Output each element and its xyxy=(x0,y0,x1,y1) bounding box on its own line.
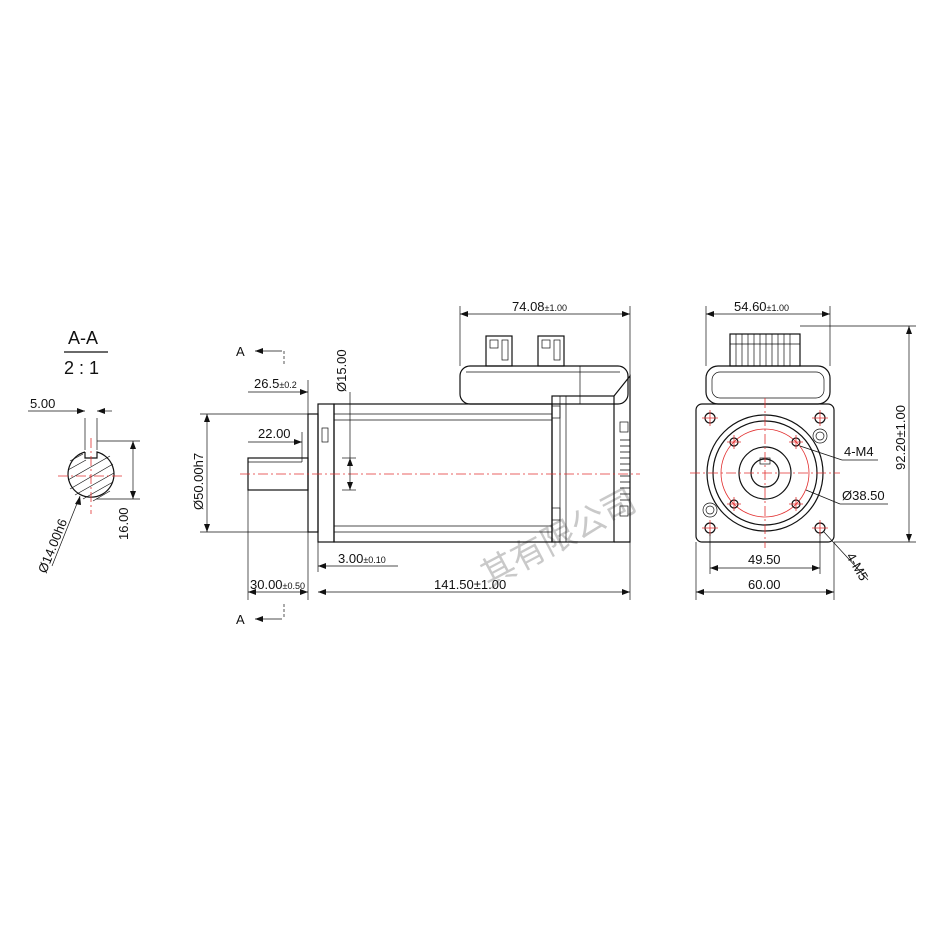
shaft-section-outline xyxy=(67,451,115,498)
m5-label: 4-M5 xyxy=(843,550,871,583)
arrowhead xyxy=(130,491,136,499)
key-length-main-label: 26.5±0.2 xyxy=(254,376,297,391)
key-length-label: 22.00 xyxy=(258,426,291,441)
shoulder-diameter-label: Ø15.00 xyxy=(334,349,349,392)
shaft-shoulder xyxy=(307,413,319,533)
m5-holes xyxy=(702,410,828,536)
body-length-label: 141.50±1.00 xyxy=(434,577,506,592)
pilot-diameter-label: Ø50.00h7 xyxy=(191,453,206,510)
shaft-length-label: 30.00±0.50 xyxy=(250,577,305,592)
terminal-pins xyxy=(730,334,800,366)
heatsink-fins xyxy=(620,439,630,501)
m4-holes xyxy=(727,435,803,511)
driver-width-label: 54.60±1.00 xyxy=(734,299,789,314)
m4-label: 4-M4 xyxy=(844,444,874,459)
arrowhead xyxy=(130,441,136,449)
motor-flange xyxy=(317,403,335,543)
m5-leader xyxy=(823,531,869,581)
hole-spacing-label: 49.50 xyxy=(748,552,781,567)
front-view: 54.60±1.00 92.20±1.00 4-M4 Ø38.50 4-M5 4… xyxy=(690,299,916,600)
section-title: A-A xyxy=(68,328,98,348)
connector-left xyxy=(485,335,513,367)
shaft-diameter-leader xyxy=(51,495,81,567)
bolt-circle-label: Ø38.50 xyxy=(842,488,885,503)
section-view-a-a: A-A 2 : 1 5.00 16.00 xyxy=(28,328,140,575)
shaft-hatching xyxy=(67,453,115,502)
flange-size-label: 60.00 xyxy=(748,577,781,592)
arrowhead xyxy=(75,496,81,505)
flange-thickness-label: 3.00±0.10 xyxy=(338,551,386,566)
flange-hole xyxy=(321,427,329,443)
bolt-circle-leader xyxy=(805,489,841,505)
driver-length-label: 74.08±1.00 xyxy=(512,299,567,314)
arrowhead xyxy=(97,408,105,414)
key-depth-label: 16.00 xyxy=(116,507,131,540)
front-terminal-block xyxy=(729,333,801,367)
arrowhead xyxy=(77,408,85,414)
m4-leader xyxy=(799,445,843,461)
shaft-diameter-label: Ø14.00h6 xyxy=(35,517,70,576)
section-scale: 2 : 1 xyxy=(64,358,99,378)
total-height-label: 92.20±1.00 xyxy=(893,405,908,470)
connector-right xyxy=(537,335,565,367)
motor-body xyxy=(333,403,553,543)
section-marker-top: A xyxy=(236,344,245,359)
rear-housing xyxy=(551,395,615,543)
key-width-label: 5.00 xyxy=(30,396,55,411)
driver-side-panel xyxy=(613,374,631,543)
side-view: A A xyxy=(191,299,640,627)
section-marker-bottom: A xyxy=(236,612,245,627)
